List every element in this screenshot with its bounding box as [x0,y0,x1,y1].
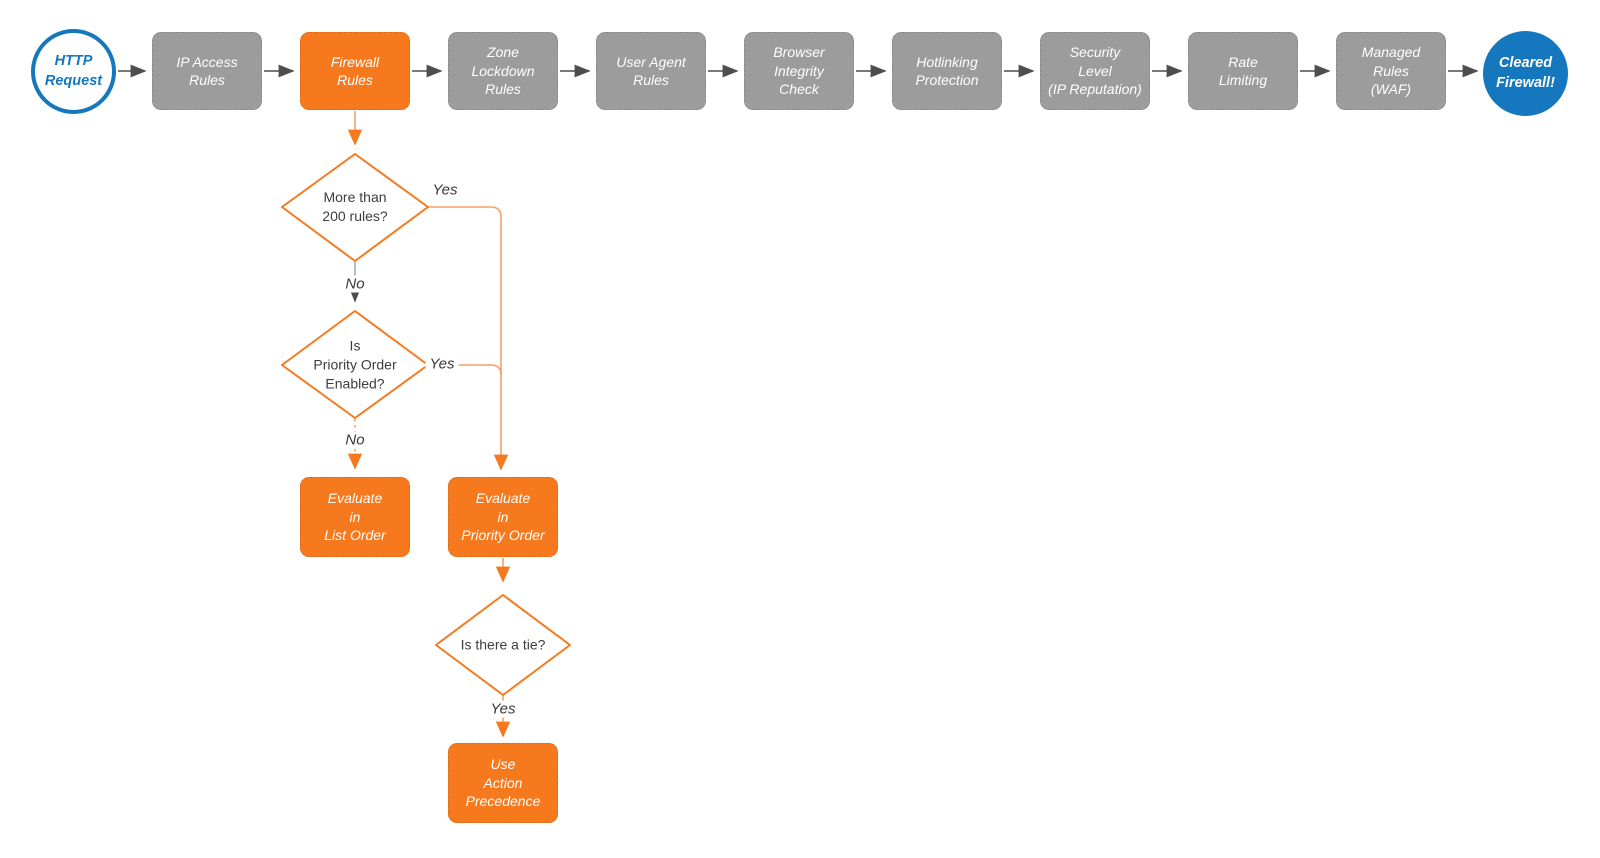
edge-label-yes-decision3: Yes [486,700,520,718]
end-node-cleared-firewall: Cleared Firewall! [1483,31,1568,116]
decision-priority-order-enabled-label: Is Priority Order Enabled? [313,337,397,392]
action-use-action-precedence: Use Action Precedence [448,743,558,823]
edge-label-no-decision1: No [341,275,369,293]
step-security-level: Security Level (IP Reputation) [1040,32,1150,110]
edge-label-no-decision2: No [341,431,369,449]
decision-is-there-a-tie-label: Is there a tie? [460,636,546,653]
step-firewall-rules: Firewall Rules [300,32,410,110]
step-user-agent-rules: User Agent Rules [596,32,706,110]
decision-diamonds [281,153,571,696]
step-browser-integrity-check: Browser Integrity Check [744,32,854,110]
action-evaluate-in-list-order: Evaluate in List Order [300,477,410,557]
step-hotlinking-protection: Hotlinking Protection [892,32,1002,110]
step-zone-lockdown-rules: Zone Lockdown Rules [448,32,558,110]
start-node-http-request: HTTP Request [31,29,116,114]
step-rate-limiting: Rate Limiting [1188,32,1298,110]
edge-label-yes-decision1: Yes [432,181,458,199]
step-ip-access-rules: IP Access Rules [152,32,262,110]
edge-label-yes-decision2: Yes [425,355,459,373]
action-evaluate-in-priority-order: Evaluate in Priority Order [448,477,558,557]
step-managed-rules-waf: Managed Rules (WAF) [1336,32,1446,110]
decision-more-than-200-rules-label: More than 200 rules? [322,189,388,224]
